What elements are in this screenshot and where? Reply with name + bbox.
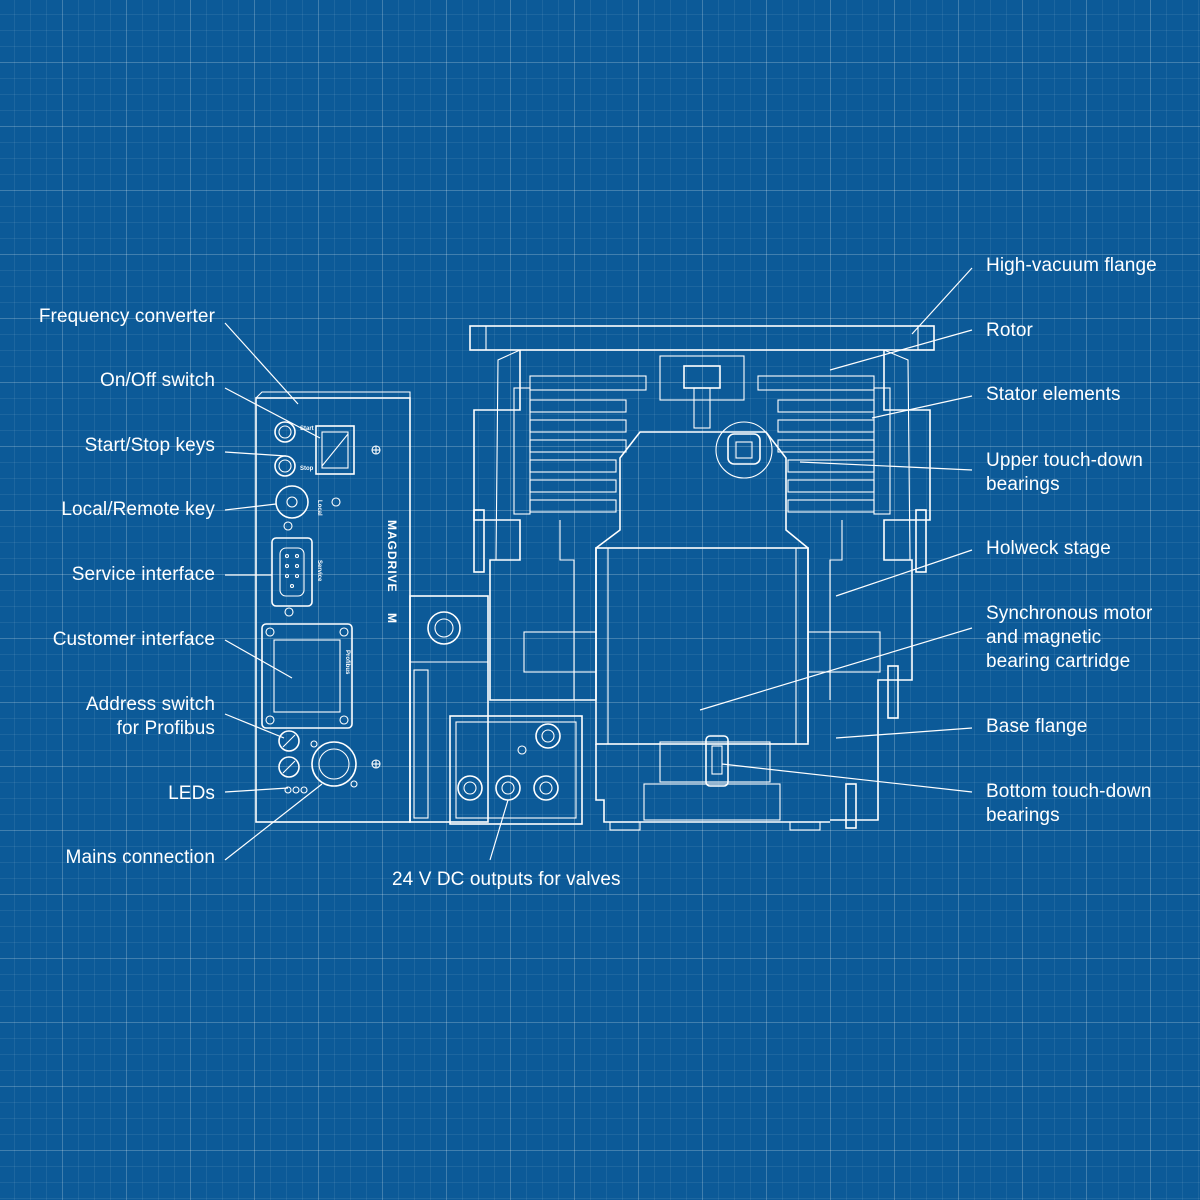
label-leds: LEDs — [168, 783, 215, 804]
service-interface-graphic: Service — [271, 537, 322, 607]
label-local-remote-key: Local/Remote key — [61, 499, 215, 520]
panel-stop-text: Stop — [300, 466, 314, 472]
panel-start-text: Start — [300, 426, 314, 432]
label-bottom-touchdown-bearings: Bottom touch-down bearings — [986, 781, 1152, 826]
brand-text: MAGDRIVE — [385, 520, 399, 593]
leader-lines — [224, 267, 973, 861]
model-mark-text: M — [385, 613, 399, 624]
panel-service-text: Service — [316, 560, 322, 582]
label-high-vacuum-flange: High-vacuum flange — [986, 255, 1157, 276]
panel-profibus-text: Profibus — [344, 650, 350, 675]
stator-stack-right — [757, 375, 891, 515]
label-address-switch: Address switch for Profibus — [85, 694, 215, 739]
label-stator-elements: Stator elements — [986, 384, 1121, 405]
label-upper-touchdown-bearings: Upper touch-down bearings — [986, 450, 1143, 495]
stator-stack-left — [513, 375, 647, 515]
label-base-flange: Base flange — [986, 716, 1088, 737]
pump-body — [469, 325, 935, 831]
on-off-switch-graphic — [315, 425, 355, 475]
start-stop-keys-graphic: Start Stop — [274, 421, 314, 477]
label-rotor: Rotor — [986, 320, 1033, 341]
label-synchronous-motor: Synchronous motor and magnetic bearing c… — [986, 603, 1153, 672]
local-remote-key-graphic: Local — [275, 485, 341, 519]
label-24v-dc-outputs: 24 V DC outputs for valves — [392, 869, 621, 890]
panel-local-text: Local — [316, 500, 322, 516]
label-on-off-switch: On/Off switch — [100, 370, 215, 391]
label-start-stop-keys: Start/Stop keys — [84, 435, 215, 456]
mains-connection-graphic — [310, 740, 358, 788]
label-customer-interface: Customer interface — [52, 629, 215, 650]
label-frequency-converter: Frequency converter — [38, 306, 215, 327]
label-service-interface: Service interface — [71, 564, 215, 585]
customer-interface-graphic: Profibus — [261, 623, 353, 729]
label-holweck-stage: Holweck stage — [986, 538, 1111, 559]
label-mains-connection: Mains connection — [65, 847, 215, 868]
valve-output-block — [409, 595, 583, 825]
frequency-converter-body: Start Stop Local S — [255, 391, 411, 823]
